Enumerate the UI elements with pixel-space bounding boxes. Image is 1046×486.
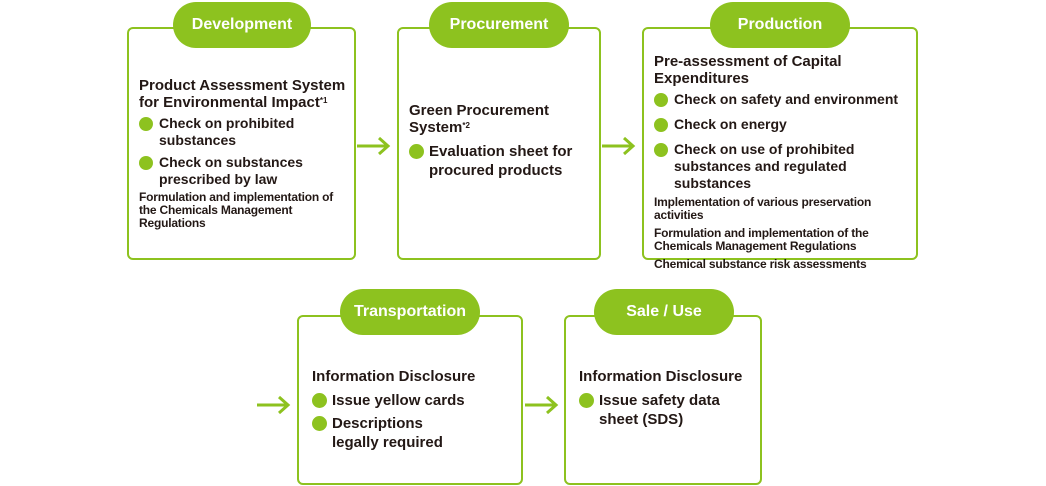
transportation-bullet: Descriptions legally required [312, 414, 515, 452]
transportation-box: Information Disclosure Issue yellow card… [297, 315, 523, 485]
procurement-bullet: Evaluation sheet for procured products [409, 142, 593, 180]
sale-use-label: Sale / Use [594, 289, 734, 335]
development-bullet: Check on prohibited substances [139, 115, 348, 149]
development-box: Product Assessment System for Environmen… [127, 27, 356, 260]
production-label: Production [710, 2, 850, 48]
production-heading: Pre-assessment of Capital Expenditures [654, 53, 842, 87]
sale-use-box: Information Disclosure Issue safety data… [564, 315, 762, 485]
development-note: Formulation and implementation of the Ch… [139, 190, 334, 230]
arrow-right-icon [602, 136, 636, 156]
transportation-label: Transportation [340, 289, 480, 335]
production-note: Formulation and implementation of the Ch… [654, 226, 869, 253]
production-box: Pre-assessment of Capital Expenditures C… [642, 27, 918, 271]
production-bullet: Check on energy [654, 116, 910, 133]
development-heading: Product Assessment System for Environmen… [139, 77, 346, 111]
production-note: Implementation of various preservation a… [654, 195, 872, 222]
production-bullet: Check on safety and environment [654, 91, 910, 108]
footnote-mark: *2 [462, 121, 470, 130]
arrow-right-icon [357, 136, 391, 156]
transportation-heading: Information Disclosure [312, 368, 476, 385]
production-bullet: Check on use of prohibited substances an… [654, 141, 910, 192]
arrow-right-icon [257, 395, 291, 415]
procurement-label: Procurement [429, 2, 569, 48]
development-bullet: Check on substances prescribed by law [139, 154, 348, 188]
arrow-right-icon [525, 395, 559, 415]
footnote-mark: *1 [319, 96, 328, 105]
sale-use-heading: Information Disclosure [579, 368, 743, 385]
sale-use-bullet: Issue safety data sheet (SDS) [579, 391, 754, 429]
development-label: Development [173, 2, 311, 48]
production-note: Chemical substance risk assessments [654, 257, 867, 271]
procurement-heading: Green Procurement System*2 [409, 102, 550, 136]
procurement-box: Green Procurement System*2 Evaluation sh… [397, 27, 601, 260]
transportation-bullet: Issue yellow cards [312, 391, 515, 410]
